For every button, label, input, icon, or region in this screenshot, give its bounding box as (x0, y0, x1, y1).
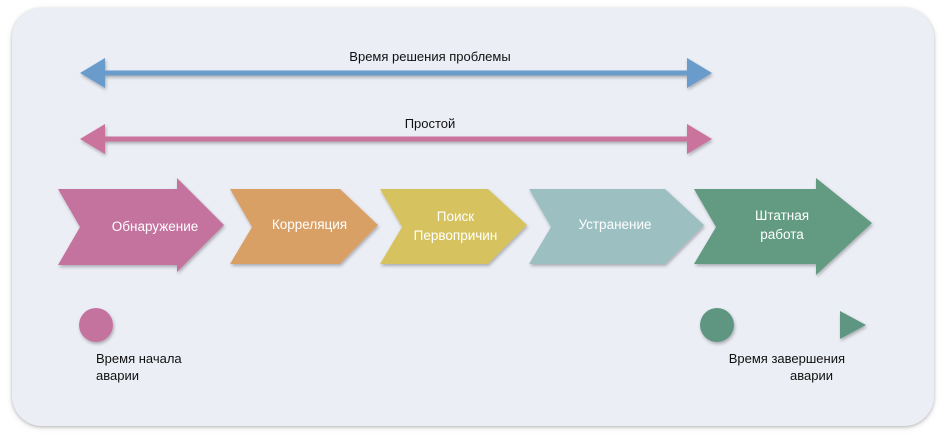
downtime-arrow (80, 124, 712, 154)
stage-label-correlation: Корреляция (271, 216, 348, 232)
incident-start-marker (79, 308, 113, 342)
stage-chevron-correlation (230, 189, 378, 264)
downtime-label: Простой (404, 116, 456, 131)
stage-chevron-remediation (529, 189, 704, 264)
stage-chevron-normal-operation (694, 178, 872, 275)
incident-end-marker (700, 308, 734, 342)
stage-chevron-root-cause (380, 189, 527, 264)
incident-start-label: Время начала аварии (96, 351, 182, 383)
resolution-time-label: Время решения проблемы (349, 49, 511, 64)
stage-label-detection: Обнаружение (111, 218, 199, 234)
resolution-time-arrow (80, 58, 712, 88)
incident-timeline (32, 308, 866, 342)
stage-chevron-detection (58, 178, 224, 272)
incident-end-label: Время завершения аварии (728, 351, 845, 383)
stage-label-remediation: Устранение (578, 216, 652, 232)
